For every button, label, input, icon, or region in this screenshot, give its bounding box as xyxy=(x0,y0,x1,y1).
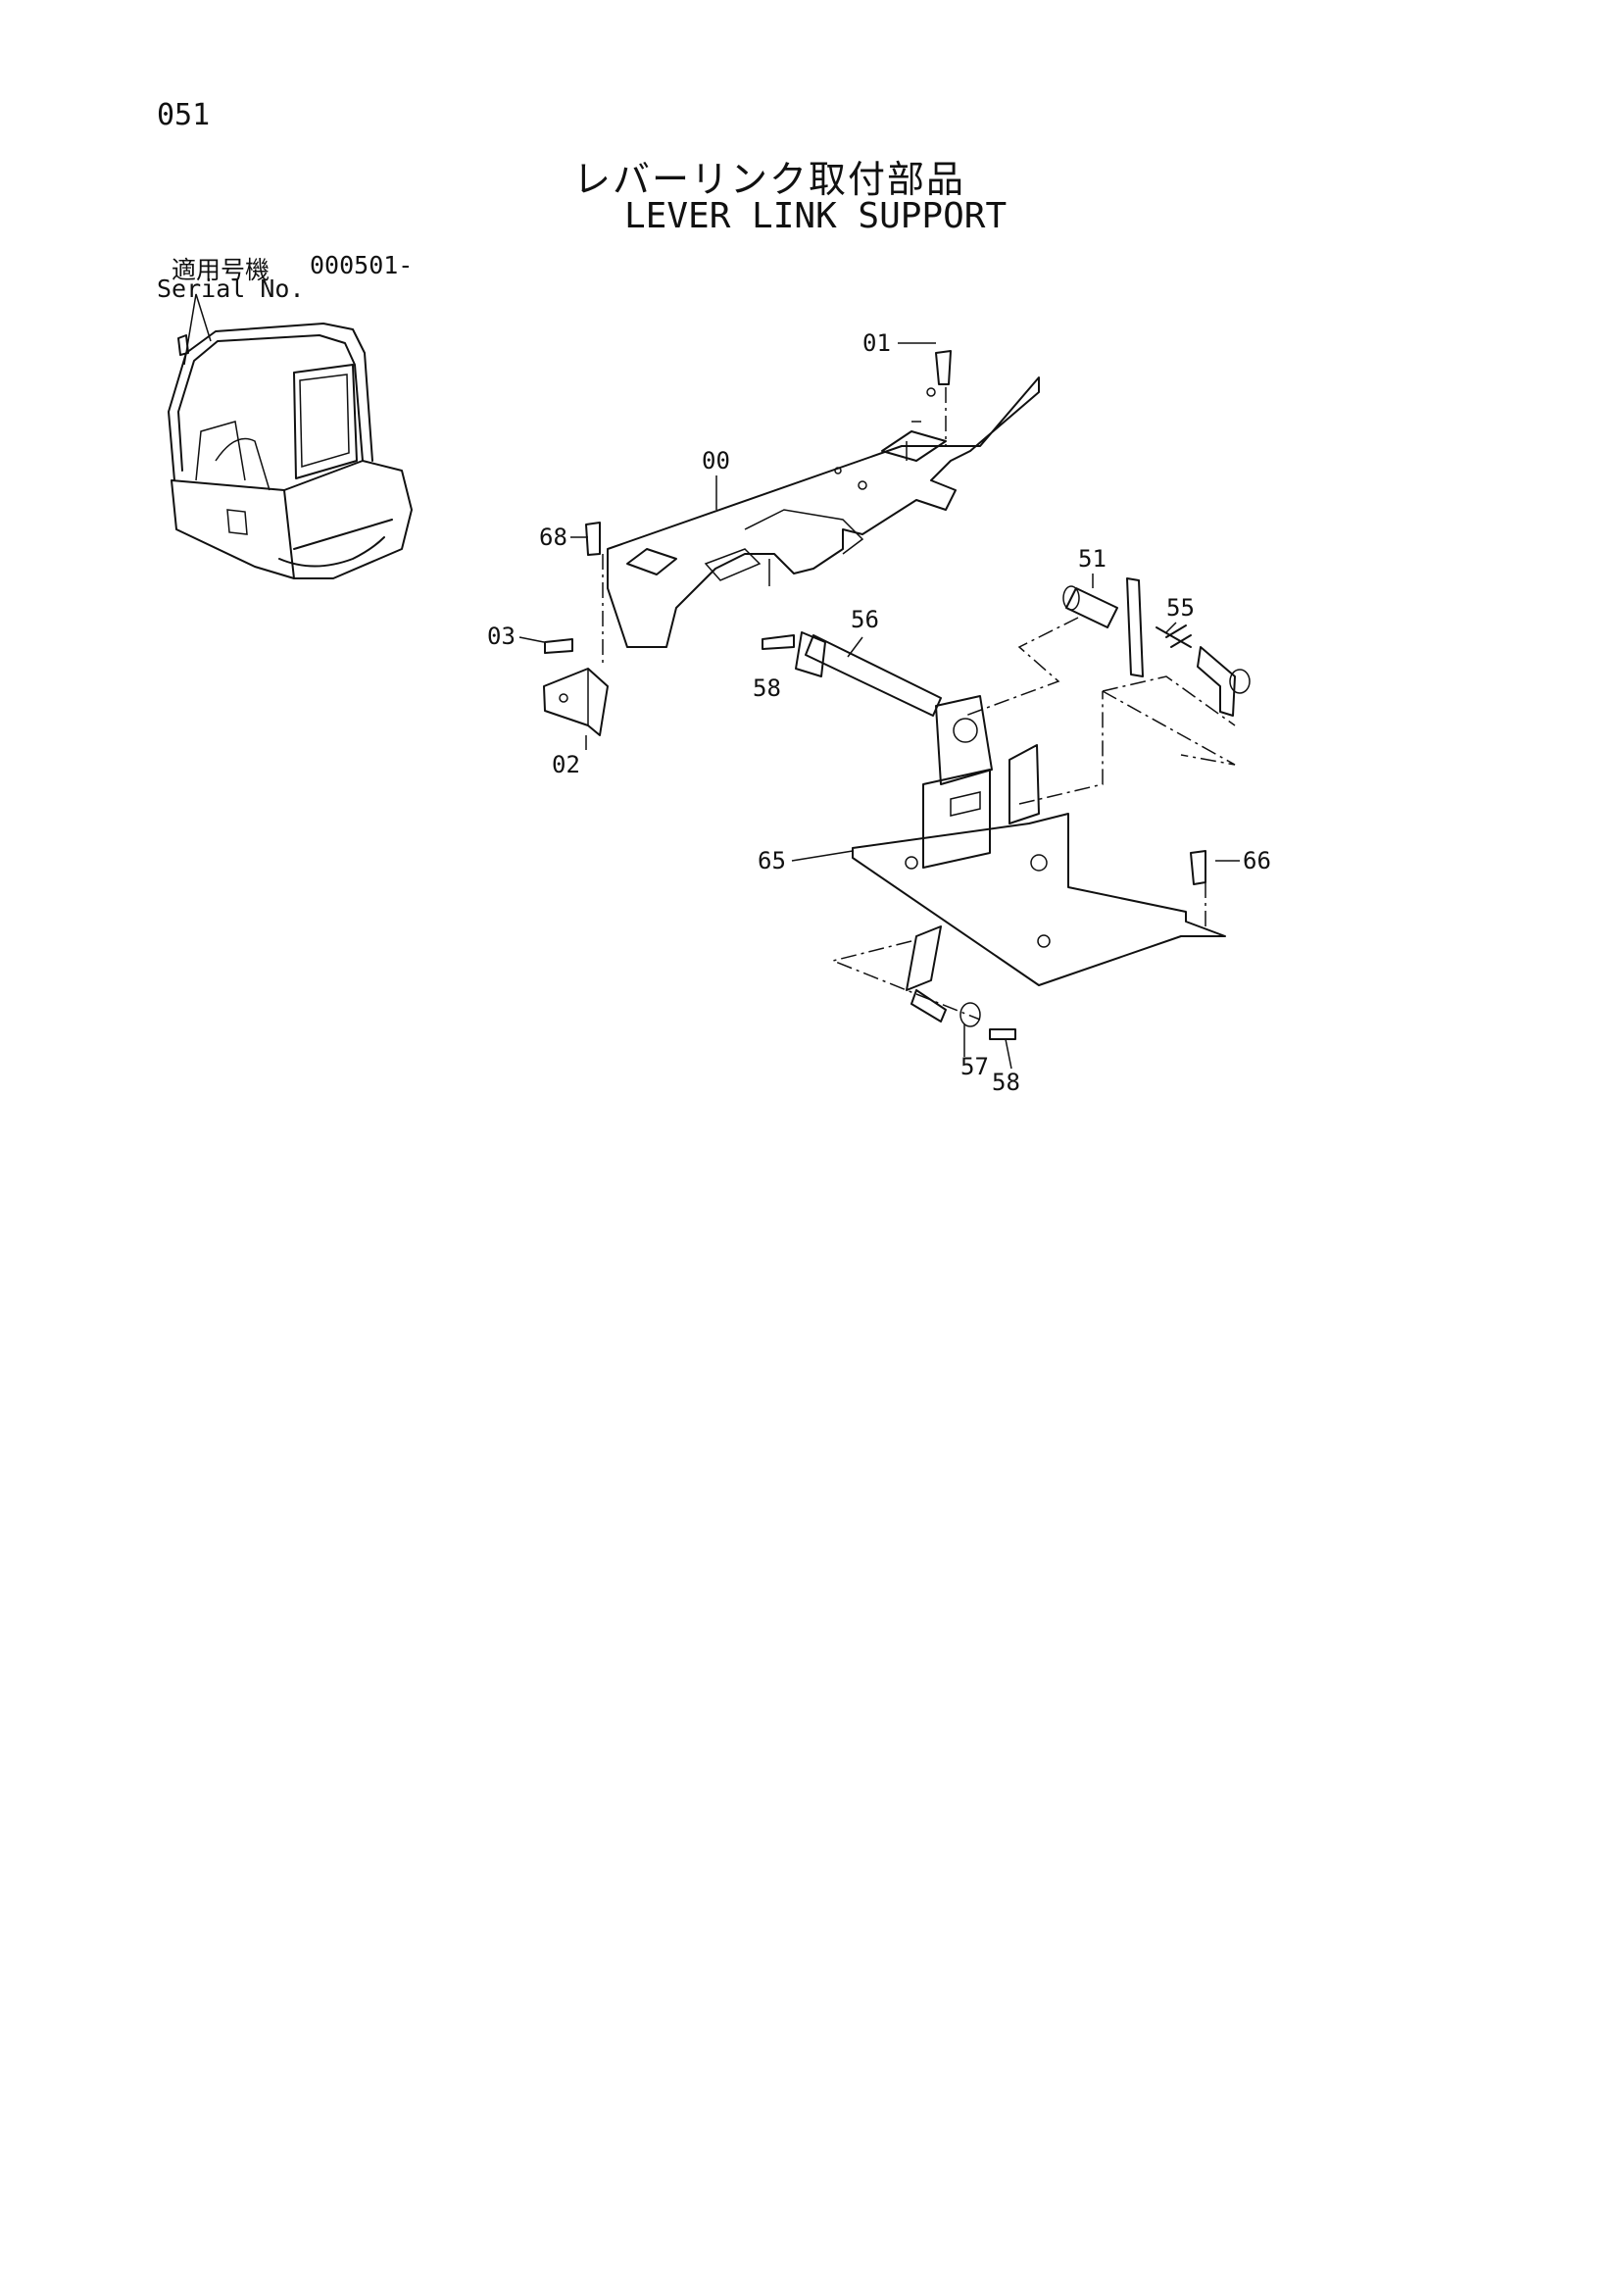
serial-range: 000501- xyxy=(310,251,414,279)
callout-56: 56 xyxy=(851,606,879,633)
page-title-japanese: レバーリンク取付部品 xyxy=(573,158,966,201)
serial-label-japanese: 適用号機 xyxy=(172,256,270,284)
callout-68: 68 xyxy=(539,524,567,551)
callout-58-lower: 58 xyxy=(992,1069,1020,1096)
lever-shaft-56 xyxy=(795,631,942,717)
callout-leaders xyxy=(518,342,1240,1070)
linkage-pieces-51-55 xyxy=(1062,577,1251,717)
callout-66: 66 xyxy=(1243,847,1271,874)
callout-65: 65 xyxy=(758,847,786,874)
excavator-cab-thumbnail xyxy=(168,293,413,579)
page-number: 051 xyxy=(157,98,211,132)
callout-57: 57 xyxy=(960,1053,989,1080)
callout-02: 02 xyxy=(552,751,580,778)
callout-58-upper: 58 xyxy=(753,674,781,702)
callout-55: 55 xyxy=(1166,594,1195,622)
callout-03: 03 xyxy=(487,623,516,650)
page-title-english: LEVER LINK SUPPORT xyxy=(624,196,1008,236)
callout-51: 51 xyxy=(1078,545,1107,573)
bolts xyxy=(544,350,1206,1040)
serial-label-english: Serial No. xyxy=(157,275,305,303)
centerlines xyxy=(602,387,1236,1021)
callout-00: 00 xyxy=(702,447,730,474)
callout-01: 01 xyxy=(862,329,891,357)
lower-base-plate-65 xyxy=(852,695,1226,986)
callout-labels: 01 00 68 03 02 56 58 51 55 65 66 57 58 xyxy=(487,329,1271,1096)
lower-lever-57 xyxy=(906,925,981,1027)
small-bracket-02 xyxy=(543,668,609,736)
upper-bracket-plate-00 xyxy=(607,376,1040,648)
